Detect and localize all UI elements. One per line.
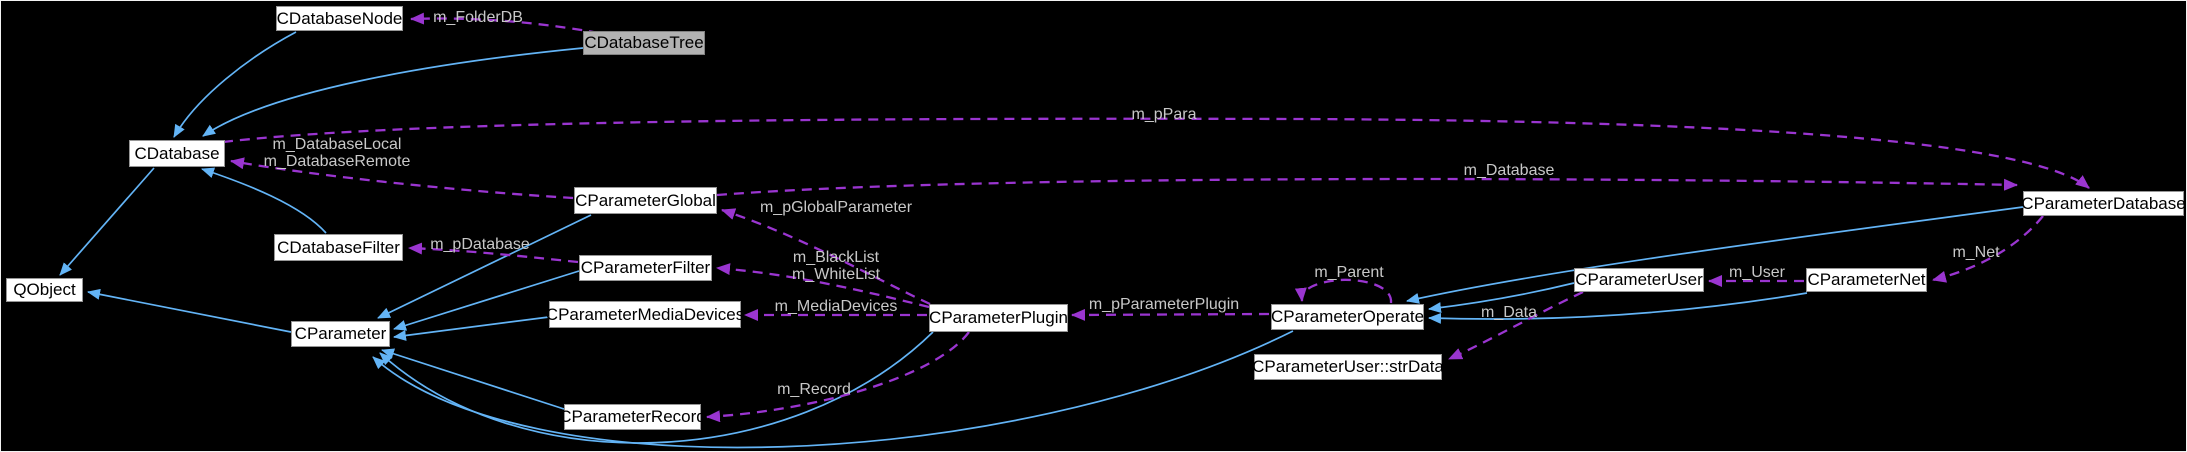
edge-m-database xyxy=(716,177,2018,197)
edge-cparameterplugin-cparameter xyxy=(379,331,934,444)
edge-cparameterfilter-cparameter xyxy=(393,270,580,331)
edge-cparameter-qobject xyxy=(87,288,292,333)
edge-m-folderdb xyxy=(410,12,600,35)
edge-m-pdatabase xyxy=(408,242,579,264)
edge-cparametermediadevices-cparameter xyxy=(393,316,550,341)
node-cparameteruser-strdata[interactable]: CParameterUser::strData xyxy=(1252,354,1444,380)
edge-label-m-blackwhitelist: m_BlackList m_WhiteList xyxy=(792,249,880,283)
inheritance-edges xyxy=(59,31,2024,449)
edge-m-record xyxy=(706,331,970,423)
node-cdatabase[interactable]: CDatabase xyxy=(129,140,225,167)
edge-label-m-pparameterplugin: m_pParameterPlugin xyxy=(1088,296,1240,313)
edge-m-pglobalparameter xyxy=(721,208,931,306)
node-cparameterglobal[interactable]: CParameterGlobal xyxy=(574,187,717,214)
edge-label-m-ppara: m_pPara xyxy=(1131,106,1197,123)
edge-cparameternet-cparameteroperate xyxy=(1428,292,1808,324)
edge-m-pparameterplugin xyxy=(1071,308,1270,321)
node-cparameteroperate[interactable]: CParameterOperate xyxy=(1271,304,1424,330)
node-cparameterrecord[interactable]: CParameterRecord xyxy=(559,404,706,430)
edge-m-parent-selfloop xyxy=(1294,278,1393,304)
edge-cparameterglobal-cparameter xyxy=(377,214,592,319)
edge-label-m-databaselocalremote: m_DatabaseLocal m_DatabaseRemote xyxy=(264,136,411,170)
edge-cparameteroperate-cparameter xyxy=(372,330,1294,449)
node-cdatabasetree[interactable]: CDatabaseTree xyxy=(583,31,705,55)
edge-label-m-record: m_Record xyxy=(777,381,851,398)
edge-label-m-databaseremote: m_DatabaseRemote xyxy=(263,153,411,170)
edge-label-m-pdatabase: m_pDatabase xyxy=(430,236,530,253)
edge-label-m-databaselocal: m_DatabaseLocal xyxy=(272,136,402,153)
node-cparameter[interactable]: CParameter xyxy=(291,321,390,347)
edge-label-m-blacklist: m_BlackList xyxy=(792,249,880,266)
node-cparameternet[interactable]: CParameterNet xyxy=(1806,268,1927,292)
node-cparametermediadevices[interactable]: CParameterMediaDevices xyxy=(546,301,744,328)
edge-m-databaselocalremote xyxy=(230,157,574,200)
edge-label-m-parent: m_Parent xyxy=(1314,264,1384,281)
edge-label-m-user: m_User xyxy=(1728,264,1786,281)
edge-label-m-whitelist: m_WhiteList xyxy=(791,266,881,283)
edge-label-m-database: m_Database xyxy=(1463,162,1555,179)
node-cparameteruser[interactable]: CParameterUser xyxy=(1574,268,1704,292)
node-qobject[interactable]: QObject xyxy=(6,278,83,302)
node-cparameterplugin[interactable]: CParameterPlugin xyxy=(929,304,1068,332)
node-cdatabasefilter[interactable]: CDatabaseFilter xyxy=(274,234,403,261)
edge-cdatabasetree-cdatabase xyxy=(202,47,584,137)
edge-label-m-mediadevices: m_MediaDevices xyxy=(774,298,898,315)
edge-cparameterrecord-cparameter xyxy=(381,348,565,410)
node-cdatabasenode[interactable]: CDatabaseNode xyxy=(276,6,403,31)
edge-label-m-pglobalparameter: m_pGlobalParameter xyxy=(759,199,913,216)
edge-m-ppara xyxy=(222,117,2090,189)
edge-label-m-data: m_Data xyxy=(1480,304,1538,321)
edge-label-m-folderdb: m_FolderDB xyxy=(433,9,523,26)
node-cparameterdatabase[interactable]: CParameterDatabase xyxy=(2021,191,2186,216)
edge-cparameterdatabase-cparameteroperate xyxy=(1406,206,2024,304)
edge-label-m-net: m_Net xyxy=(1952,244,2000,261)
usage-edges xyxy=(222,12,2090,423)
edge-cdatabasefilter-cdatabase xyxy=(201,167,327,234)
edge-cdatabase-qobject xyxy=(59,167,155,276)
edge-m-blackwhitelist xyxy=(716,263,930,309)
edge-cparameteruser-cparameteroperate xyxy=(1428,282,1575,314)
node-cparameterfilter[interactable]: CParameterFilter xyxy=(579,255,712,281)
edge-cdatabasenode-cdatabase xyxy=(173,31,297,138)
edge-m-data xyxy=(1448,290,1584,361)
